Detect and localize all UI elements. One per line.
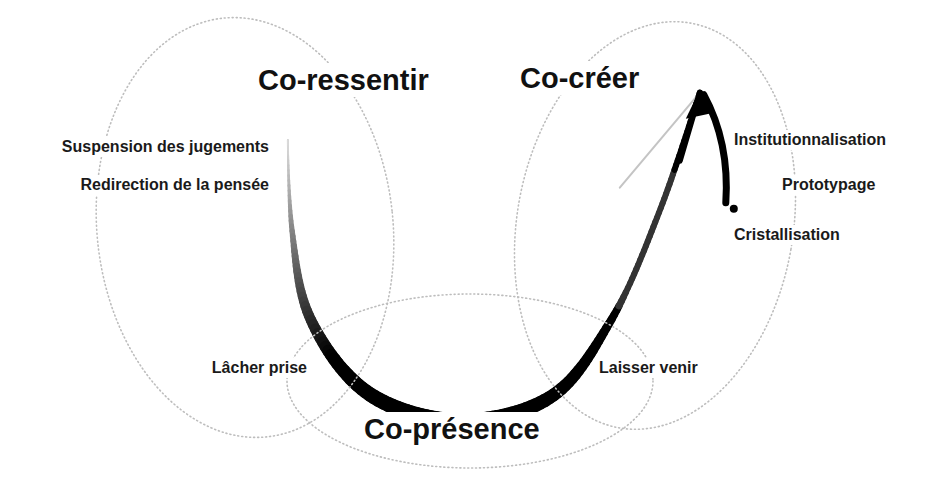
ink-dot bbox=[730, 205, 738, 213]
stage-label: Lâcher prise bbox=[209, 358, 310, 378]
phase-heading: Co-créer bbox=[517, 61, 642, 95]
stage-label: Redirection de la pensée bbox=[77, 175, 272, 195]
u-arrow-group bbox=[288, 90, 738, 421]
u-arrow bbox=[288, 93, 700, 421]
ellipse-outline bbox=[287, 294, 653, 468]
stage-label: Cristallisation bbox=[731, 225, 843, 245]
arrow-barb-left bbox=[620, 93, 700, 188]
brush-stroke bbox=[288, 93, 700, 421]
stage-label: Laisser venir bbox=[596, 358, 701, 378]
stage-label: Suspension des jugements bbox=[59, 137, 272, 157]
arrow-tip bbox=[686, 90, 714, 119]
ellipse-region: Co-présence bbox=[285, 292, 655, 470]
phase-heading: Co-présence bbox=[361, 412, 543, 446]
stage-label: Institutionnalisation bbox=[731, 130, 889, 150]
phase-heading: Co-ressentir bbox=[255, 63, 432, 97]
arrow-head bbox=[620, 90, 738, 213]
stage-label: Prototypage bbox=[779, 175, 878, 195]
